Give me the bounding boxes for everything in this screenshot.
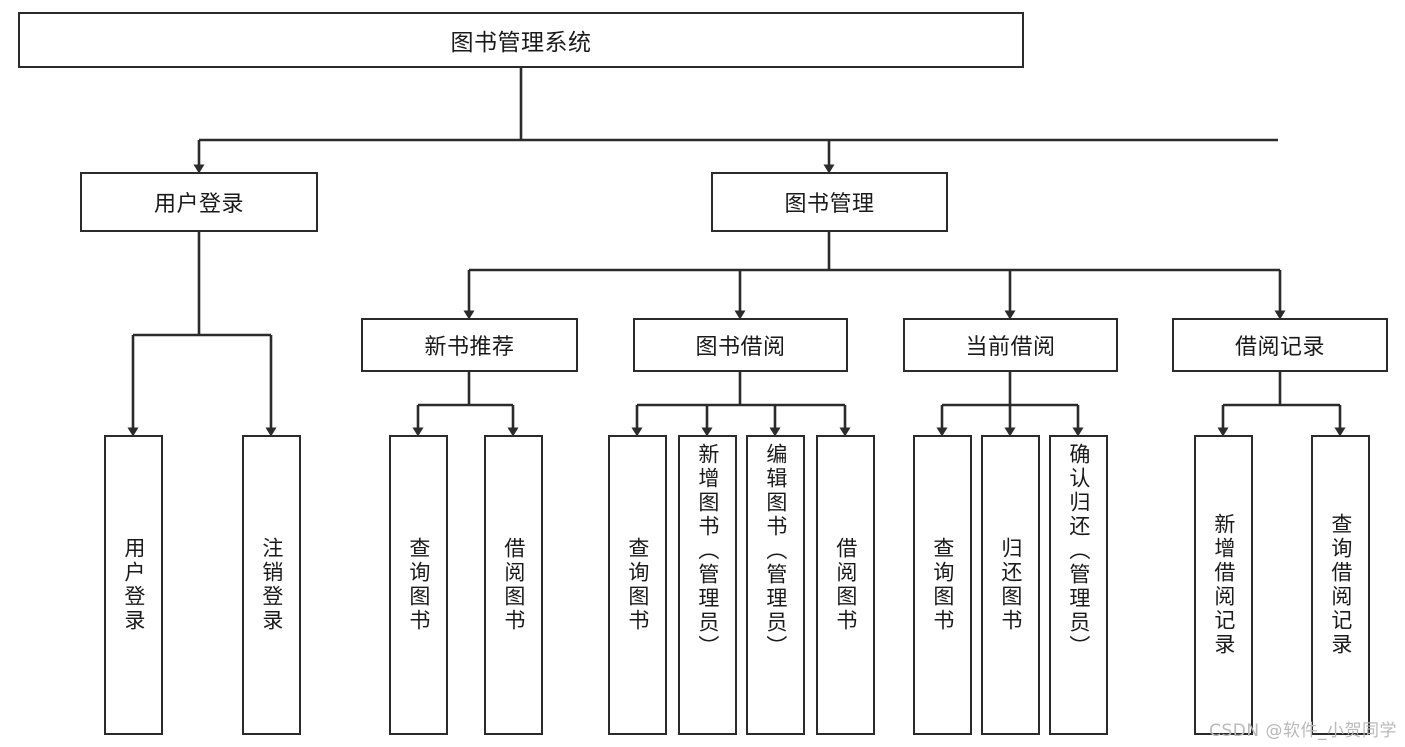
leaf-new-book-query[interactable]: 查询图书 [389, 435, 448, 735]
node-user-login[interactable]: 用户登录 [80, 172, 318, 232]
node-label: 查询图书 [930, 537, 955, 633]
leaf-current-borrow-query[interactable]: 查询图书 [913, 435, 972, 735]
node-label: 新增借阅记录 [1211, 513, 1236, 657]
node-label: 查询图书 [625, 537, 650, 633]
leaf-book-borrow-borrow[interactable]: 借阅图书 [816, 435, 875, 735]
node-label: 用户登录 [121, 537, 146, 633]
node-label: 编辑图书（管理员） [763, 443, 788, 659]
node-label: 当前借阅 [965, 335, 1056, 360]
node-label: 查询借阅记录 [1328, 513, 1353, 657]
leaf-current-borrow-return[interactable]: 归还图书 [981, 435, 1040, 735]
node-label: 图书借阅 [695, 335, 786, 360]
node-label: 借阅图书 [501, 537, 526, 633]
node-label: 归还图书 [998, 537, 1023, 633]
leaf-book-borrow-add[interactable]: 新增图书（管理员） [678, 435, 737, 735]
csdn-watermark: CSDN @软件_小贺同学 [1209, 721, 1397, 741]
leaf-new-book-borrow[interactable]: 借阅图书 [484, 435, 543, 735]
node-label: 借阅记录 [1234, 335, 1325, 360]
leaf-book-borrow-query[interactable]: 查询图书 [608, 435, 667, 735]
node-label: 图书管理系统 [450, 30, 592, 56]
node-current-borrow[interactable]: 当前借阅 [903, 318, 1118, 372]
leaf-current-borrow-confirm-return[interactable]: 确认归还（管理员） [1049, 435, 1108, 735]
leaf-borrow-record-query[interactable]: 查询借阅记录 [1311, 435, 1370, 735]
node-label: 确认归还（管理员） [1066, 443, 1091, 659]
node-label: 图书管理 [784, 192, 875, 217]
node-label: 注销登录 [259, 537, 284, 633]
node-book-manage[interactable]: 图书管理 [711, 172, 948, 232]
leaf-borrow-record-add[interactable]: 新增借阅记录 [1194, 435, 1253, 735]
node-label: 新增图书（管理员） [695, 443, 720, 659]
node-book-borrow[interactable]: 图书借阅 [633, 318, 848, 372]
node-new-book-recommend[interactable]: 新书推荐 [361, 318, 578, 372]
node-label: 查询图书 [406, 537, 431, 633]
leaf-book-borrow-edit[interactable]: 编辑图书（管理员） [746, 435, 805, 735]
node-label: 新书推荐 [424, 335, 515, 360]
node-label: 借阅图书 [833, 537, 858, 633]
node-label: 用户登录 [153, 192, 244, 217]
leaf-user-login-login[interactable]: 用户登录 [104, 435, 163, 735]
leaf-user-login-logout[interactable]: 注销登录 [242, 435, 301, 735]
node-root-system[interactable]: 图书管理系统 [18, 12, 1024, 68]
node-borrow-record[interactable]: 借阅记录 [1172, 318, 1388, 372]
